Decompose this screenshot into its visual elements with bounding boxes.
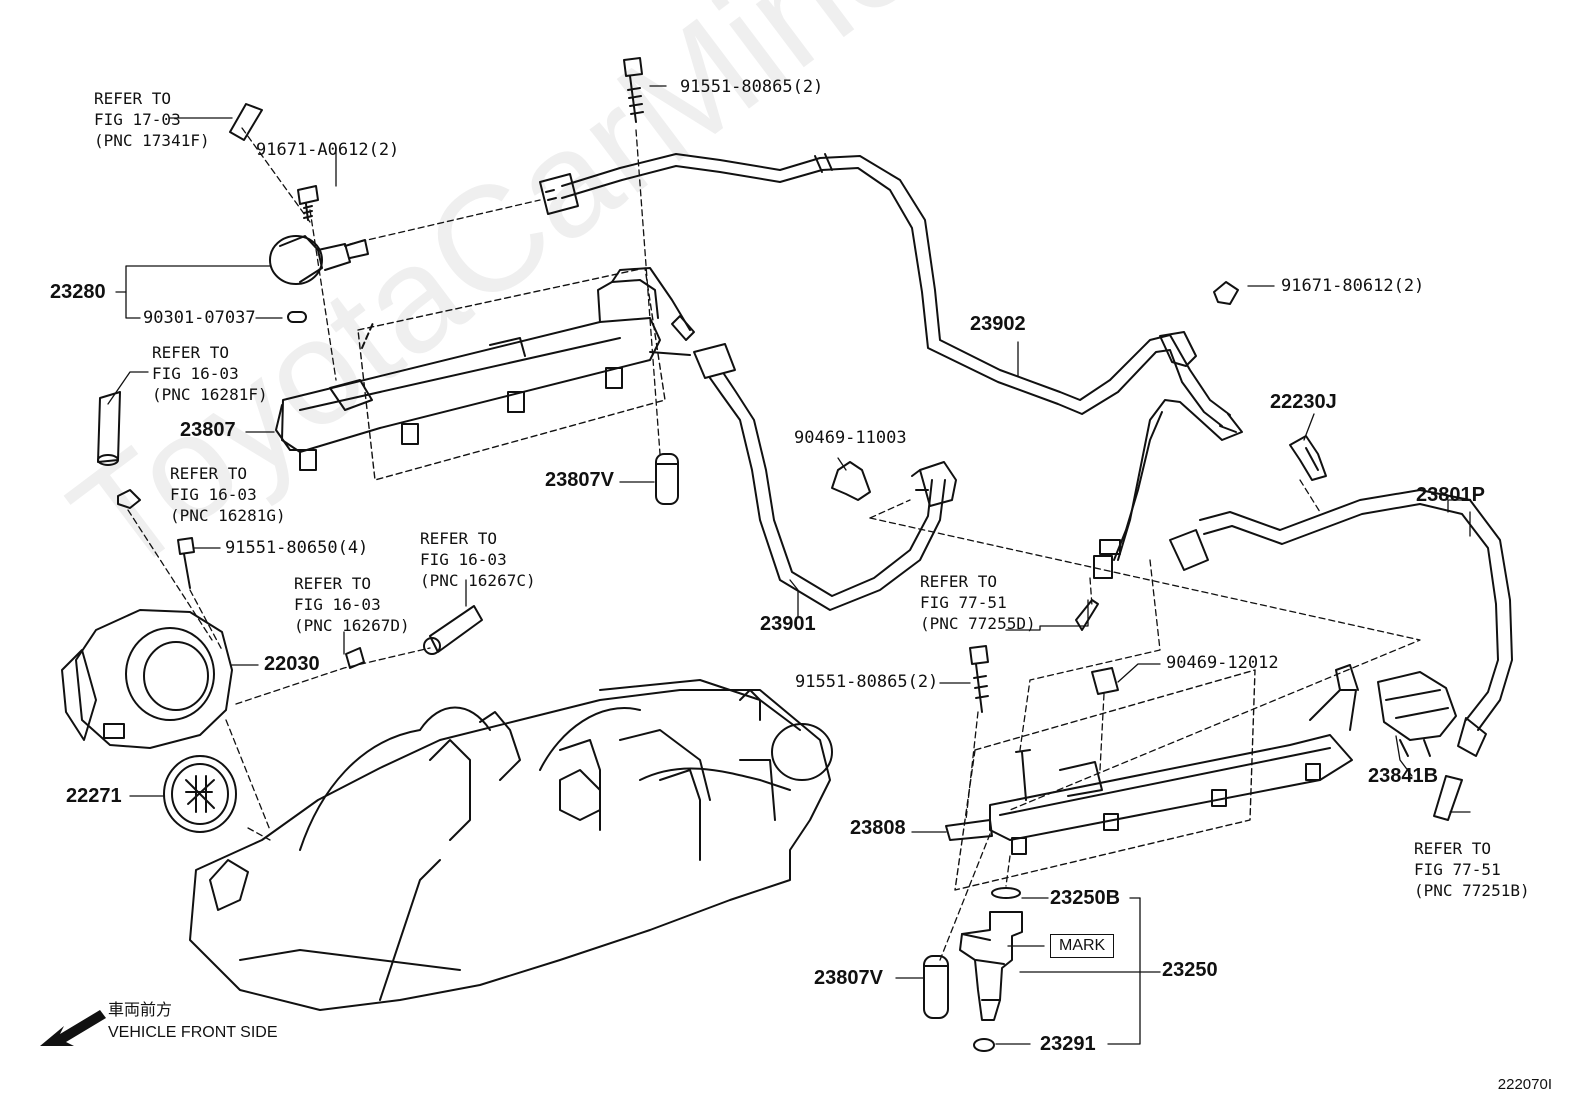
vehicle-front-side-note: 車両前方 VEHICLE FRONT SIDE (108, 1000, 278, 1044)
intake-manifold (189, 679, 833, 1011)
fuel-rail-upper (275, 267, 695, 471)
clamp-22230j (1289, 435, 1327, 481)
label-23841b: 23841B (1368, 765, 1439, 787)
valve-23841b (1377, 671, 1457, 757)
label-90301-07037: 90301-07037 (143, 308, 256, 328)
injector-23250 (959, 887, 1023, 1052)
label-23808: 23808 (850, 817, 906, 839)
gasket-22271 (163, 755, 237, 833)
damper-23807v-lower (923, 955, 949, 1019)
label-90469-12012: 90469-12012 (1166, 653, 1279, 673)
label-23291: 23291 (1040, 1033, 1096, 1055)
fuel-rail-lower (945, 664, 1359, 855)
rail-box-lower (954, 669, 1256, 891)
label-23807v-lower: 23807V (814, 967, 883, 989)
fuel-hose-23902 (539, 153, 1243, 579)
leader-lines (107, 85, 1471, 1045)
clip-90469-11003 (831, 461, 871, 501)
label-23250: 23250 (1162, 959, 1218, 981)
arrow-down-left-icon (40, 1010, 106, 1046)
clip-90469-12012 (1091, 667, 1119, 695)
vehicle-front-en: VEHICLE FRONT SIDE (108, 1024, 278, 1041)
label-23902: 23902 (970, 313, 1026, 335)
label-91671-80612: 91671-80612(2) (1281, 276, 1425, 296)
small-parts (97, 103, 1463, 821)
label-23280: 23280 (50, 281, 106, 303)
label-22271: 22271 (66, 785, 122, 807)
label-22230j: 22230J (1270, 391, 1337, 413)
label-91551-80650: 91551-80650(4) (225, 538, 369, 558)
mark-box: MARK (1050, 934, 1115, 958)
damper-23807v-upper (655, 453, 679, 505)
pressure-regulator (269, 185, 369, 323)
fuel-hose-23901 (693, 343, 957, 611)
label-91551-80865-lower: 91551-80865(2) (795, 672, 939, 692)
label-91671-a0612: 91671-A0612(2) (256, 140, 400, 160)
label-91551-80865-top: 91551-80865(2) (680, 77, 824, 97)
throttle-body-22030 (61, 609, 233, 749)
label-22030: 22030 (264, 653, 320, 675)
label-23801p: 23801P (1416, 484, 1485, 506)
rail-box-upper (357, 267, 666, 481)
label-23807v-upper: 23807V (545, 469, 614, 491)
label-23901: 23901 (760, 613, 816, 635)
figure-code: 222070I (1497, 1076, 1552, 1093)
vehicle-front-jp: 車両前方 (108, 1002, 173, 1019)
bolt-91551-80865-lower (969, 645, 989, 713)
label-23807: 23807 (180, 419, 236, 441)
assembly-dashed-lines (127, 127, 1421, 961)
label-90469-11003: 90469-11003 (794, 428, 907, 448)
bolt-91671-80612 (1213, 281, 1239, 305)
label-23250b: 23250B (1050, 887, 1121, 909)
bolt-91551-80865-top (623, 57, 644, 123)
